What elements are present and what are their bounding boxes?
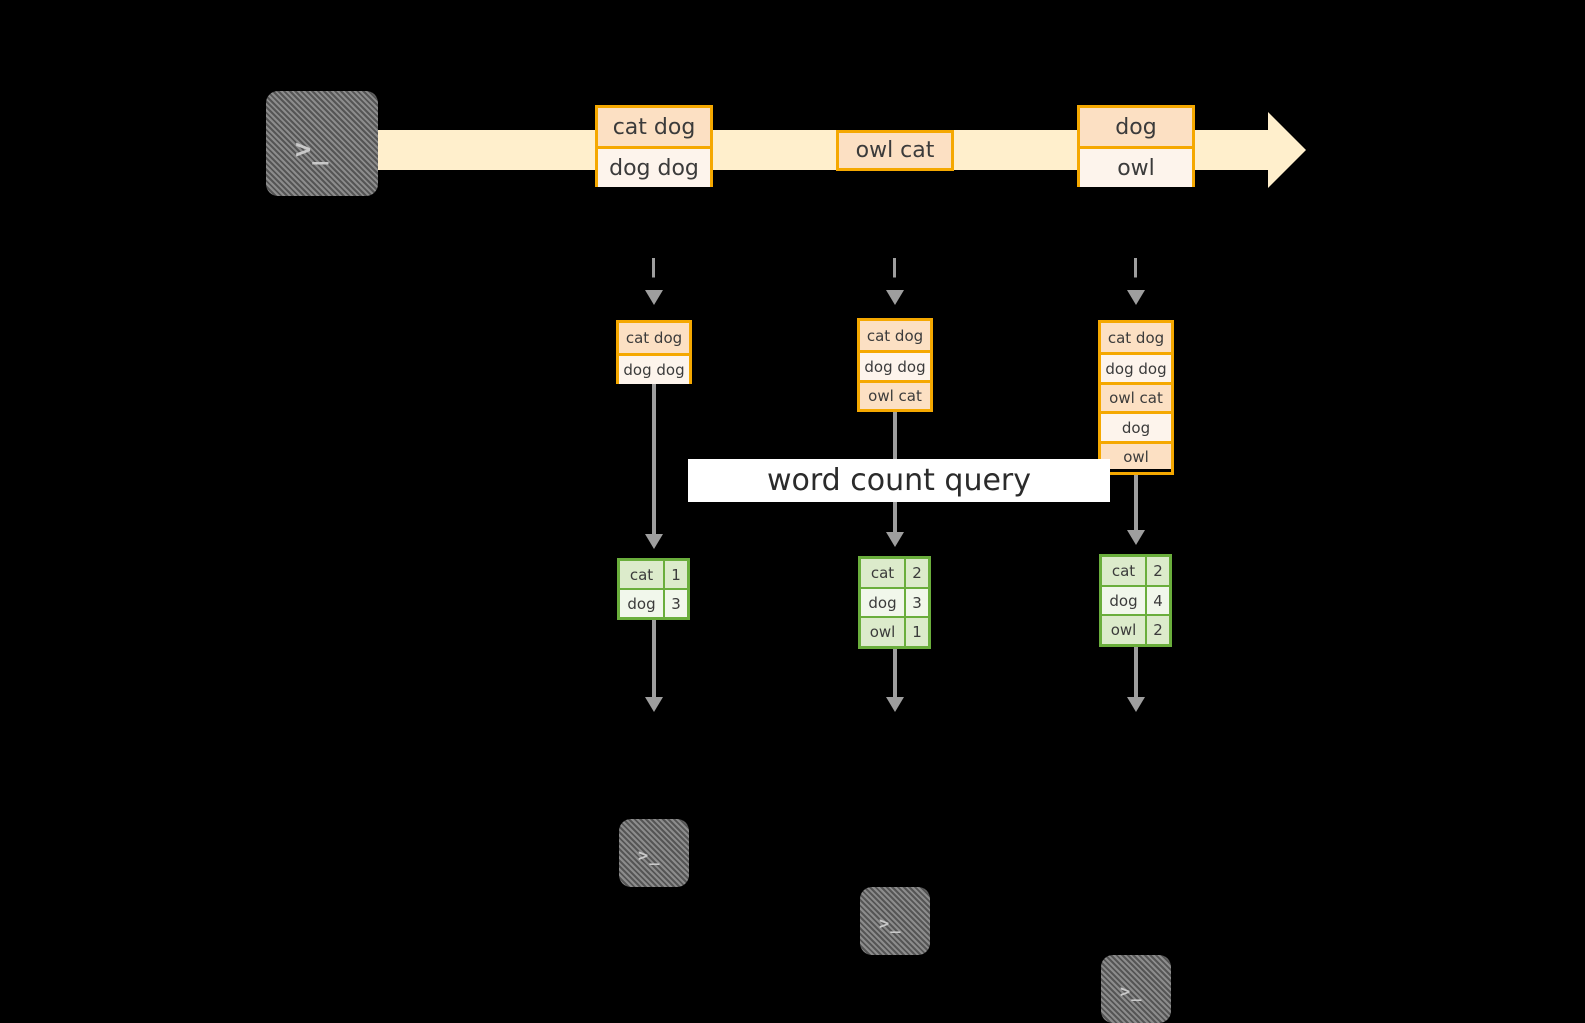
- batch-3-to-state-3-arrowhead: [1127, 290, 1145, 305]
- state-stack-3-line-1: cat dog: [1101, 323, 1171, 352]
- result-table-3-row-3-word: owl: [1102, 616, 1147, 645]
- timeline-batch-1-line-1: cat dog: [598, 108, 710, 146]
- result-table-2-row-1[interactable]: cat 2: [861, 559, 928, 587]
- result-table-1-row-2[interactable]: dog 3: [620, 588, 687, 617]
- state-stack-2-line-3: owl cat: [860, 380, 930, 409]
- result-table-1-row-1-word: cat: [620, 561, 665, 588]
- timeline-batch-3-line-1: dog: [1080, 108, 1192, 146]
- sink-terminal-glyph-2: >_: [879, 914, 902, 934]
- stream-timeline-arrowhead: [1268, 112, 1306, 188]
- result-table-3-row-1[interactable]: cat 2: [1102, 557, 1169, 585]
- state-stack-1-line-2: dog dog: [619, 353, 689, 384]
- state-stack-3-line-3: owl cat: [1101, 382, 1171, 411]
- sink-terminal-icon-2[interactable]: >_: [860, 887, 930, 955]
- batch-1-to-state-1-dashed-line: [652, 258, 655, 292]
- result-table-1-row-2-count: 3: [665, 590, 687, 617]
- result-table-2-row-3-word: owl: [861, 618, 906, 647]
- batch-3-to-state-3-dashed-line: [1134, 258, 1137, 292]
- state-3-to-result-3-line: [1134, 475, 1138, 533]
- word-count-query-label: word count query: [688, 459, 1110, 502]
- timeline-batch-2-line-1: owl cat: [839, 133, 951, 168]
- result-table-2-row-3[interactable]: owl 1: [861, 616, 928, 647]
- result-3-to-sink-3-line: [1134, 647, 1138, 699]
- result-2-to-sink-2-line: [893, 649, 897, 699]
- state-stack-1-line-1: cat dog: [619, 323, 689, 353]
- result-table-1-row-1-count: 1: [665, 561, 687, 588]
- source-terminal-glyph: >_: [295, 134, 330, 165]
- timeline-batch-3-line-2: owl: [1080, 146, 1192, 187]
- state-stack-3-line-4: dog: [1101, 411, 1171, 441]
- timeline-batch-2[interactable]: owl cat: [836, 130, 954, 171]
- result-table-2-row-3-count: 1: [906, 618, 928, 647]
- sink-terminal-glyph-1: >_: [638, 846, 661, 866]
- result-1-to-sink-1-arrowhead: [645, 697, 663, 712]
- timeline-batch-3[interactable]: dog owl: [1077, 105, 1195, 187]
- result-table-3-row-1-count: 2: [1147, 557, 1169, 585]
- state-stack-3-line-2: dog dog: [1101, 352, 1171, 382]
- result-table-3-row-3[interactable]: owl 2: [1102, 614, 1169, 645]
- state-stack-3-line-5: owl: [1101, 441, 1171, 469]
- result-table-3-row-3-count: 2: [1147, 616, 1169, 645]
- result-table-3-row-2-count: 4: [1147, 586, 1169, 615]
- batch-2-to-state-2-dashed-line: [893, 258, 896, 292]
- batch-1-to-state-1-arrowhead: [645, 290, 663, 305]
- result-table-3-row-2-word: dog: [1102, 586, 1147, 615]
- result-table-2-row-1-count: 2: [906, 559, 928, 587]
- state-1-to-result-1-line: [652, 384, 656, 536]
- result-table-2-row-2-word: dog: [861, 588, 906, 617]
- result-2-to-sink-2-arrowhead: [886, 697, 904, 712]
- state-3-to-result-3-arrowhead: [1127, 530, 1145, 545]
- state-stack-2-line-1: cat dog: [860, 321, 930, 350]
- state-stack-2-line-2: dog dog: [860, 350, 930, 380]
- batch-2-to-state-2-arrowhead: [886, 290, 904, 305]
- state-stack-3[interactable]: cat dog dog dog owl cat dog owl: [1098, 320, 1174, 475]
- result-1-to-sink-1-line: [652, 620, 656, 699]
- result-table-2[interactable]: cat 2 dog 3 owl 1: [858, 556, 931, 649]
- source-terminal-icon[interactable]: >_: [266, 91, 378, 196]
- result-table-1[interactable]: cat 1 dog 3: [617, 558, 690, 620]
- diagram-canvas: >_ cat dog dog dog owl cat dog owl cat d…: [266, 91, 1306, 1016]
- state-stack-2[interactable]: cat dog dog dog owl cat: [857, 318, 933, 412]
- result-table-2-row-1-word: cat: [861, 559, 906, 587]
- result-table-1-row-2-word: dog: [620, 590, 665, 617]
- sink-terminal-glyph-3: >_: [1120, 982, 1143, 1002]
- result-table-3[interactable]: cat 2 dog 4 owl 2: [1099, 554, 1172, 647]
- result-table-1-row-1[interactable]: cat 1: [620, 561, 687, 588]
- state-1-to-result-1-arrowhead: [645, 534, 663, 549]
- result-table-2-row-2[interactable]: dog 3: [861, 586, 928, 617]
- timeline-batch-1-line-2: dog dog: [598, 146, 710, 187]
- result-table-3-row-2[interactable]: dog 4: [1102, 584, 1169, 615]
- result-table-2-row-2-count: 3: [906, 588, 928, 617]
- result-3-to-sink-3-arrowhead: [1127, 697, 1145, 712]
- timeline-batch-1[interactable]: cat dog dog dog: [595, 105, 713, 187]
- sink-terminal-icon-1[interactable]: >_: [619, 819, 689, 887]
- sink-terminal-icon-3[interactable]: >_: [1101, 955, 1171, 1023]
- result-table-3-row-1-word: cat: [1102, 557, 1147, 585]
- state-stack-1[interactable]: cat dog dog dog: [616, 320, 692, 384]
- state-2-to-result-2-arrowhead: [886, 532, 904, 547]
